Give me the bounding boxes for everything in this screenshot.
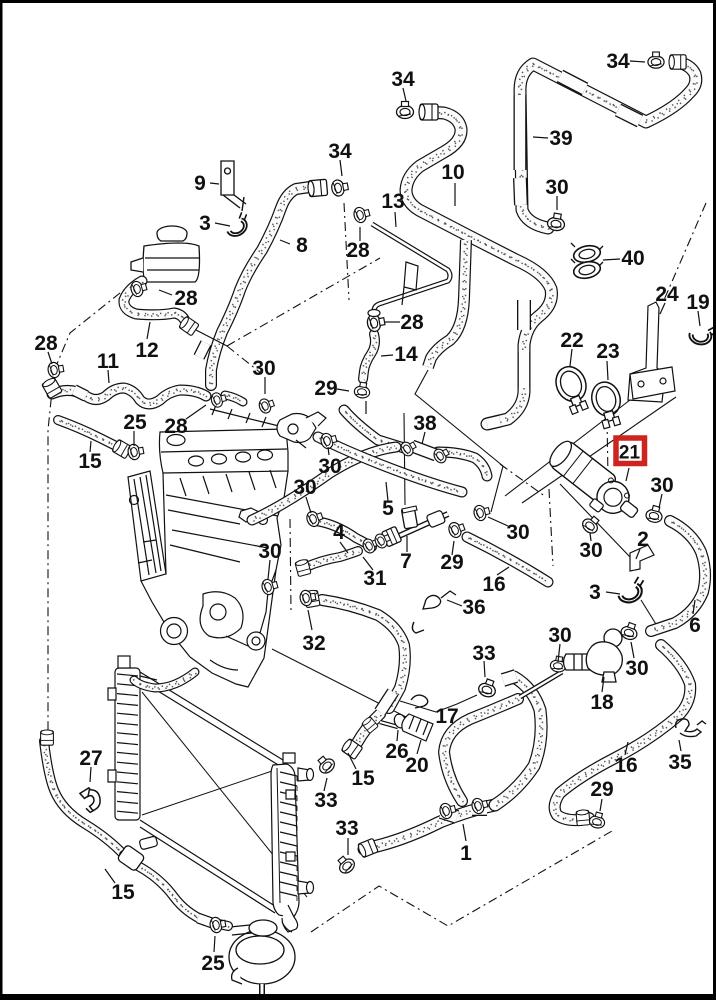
- svg-text:28: 28: [34, 332, 58, 355]
- svg-text:28: 28: [174, 287, 198, 310]
- svg-text:4: 4: [333, 521, 345, 544]
- svg-text:28: 28: [400, 311, 424, 334]
- svg-text:34: 34: [391, 68, 415, 91]
- svg-text:30: 30: [548, 624, 571, 647]
- svg-text:26: 26: [385, 740, 408, 763]
- svg-text:11: 11: [97, 350, 120, 373]
- svg-text:16: 16: [614, 754, 637, 777]
- svg-text:30: 30: [318, 455, 341, 478]
- svg-text:30: 30: [625, 657, 648, 680]
- svg-text:12: 12: [135, 339, 158, 362]
- svg-text:30: 30: [293, 476, 316, 499]
- svg-text:33: 33: [314, 789, 337, 812]
- svg-text:39: 39: [549, 127, 572, 150]
- svg-text:29: 29: [314, 377, 337, 400]
- svg-text:31: 31: [363, 567, 387, 590]
- svg-text:25: 25: [123, 411, 147, 434]
- svg-text:10: 10: [441, 161, 464, 184]
- svg-text:16: 16: [482, 573, 505, 596]
- svg-text:30: 30: [506, 521, 529, 544]
- svg-text:17: 17: [435, 705, 458, 728]
- svg-text:15: 15: [78, 450, 102, 473]
- svg-text:20: 20: [405, 754, 428, 777]
- svg-text:30: 30: [252, 357, 275, 380]
- svg-text:34: 34: [606, 50, 630, 73]
- svg-text:18: 18: [590, 691, 614, 714]
- svg-text:5: 5: [382, 497, 394, 520]
- svg-text:36: 36: [462, 596, 485, 619]
- svg-text:23: 23: [596, 340, 619, 363]
- svg-text:30: 30: [579, 539, 602, 562]
- svg-text:34: 34: [328, 140, 352, 163]
- svg-text:8: 8: [296, 234, 308, 257]
- svg-text:28: 28: [346, 239, 370, 262]
- svg-text:21: 21: [619, 443, 641, 464]
- svg-text:22: 22: [560, 329, 583, 352]
- svg-text:15: 15: [351, 767, 375, 790]
- svg-text:14: 14: [394, 343, 418, 366]
- svg-text:19: 19: [686, 291, 709, 314]
- svg-text:1: 1: [460, 842, 472, 865]
- svg-text:29: 29: [590, 778, 613, 801]
- svg-text:29: 29: [440, 551, 463, 574]
- svg-text:33: 33: [472, 642, 495, 665]
- svg-text:7: 7: [400, 550, 412, 573]
- svg-text:6: 6: [689, 614, 701, 637]
- svg-text:35: 35: [668, 751, 692, 774]
- svg-text:27: 27: [79, 747, 102, 770]
- svg-text:33: 33: [335, 817, 358, 840]
- svg-text:3: 3: [589, 581, 601, 604]
- svg-text:28: 28: [164, 415, 188, 438]
- svg-text:30: 30: [258, 540, 281, 563]
- svg-text:30: 30: [545, 176, 568, 199]
- svg-text:9: 9: [194, 172, 206, 195]
- svg-text:25: 25: [201, 952, 225, 975]
- svg-text:32: 32: [302, 632, 325, 655]
- svg-text:13: 13: [381, 190, 404, 213]
- svg-text:2: 2: [637, 528, 649, 551]
- svg-text:3: 3: [199, 212, 211, 235]
- svg-text:30: 30: [650, 474, 673, 497]
- svg-text:24: 24: [655, 283, 679, 306]
- svg-text:40: 40: [621, 247, 644, 270]
- svg-text:38: 38: [413, 412, 437, 435]
- svg-text:15: 15: [111, 881, 135, 904]
